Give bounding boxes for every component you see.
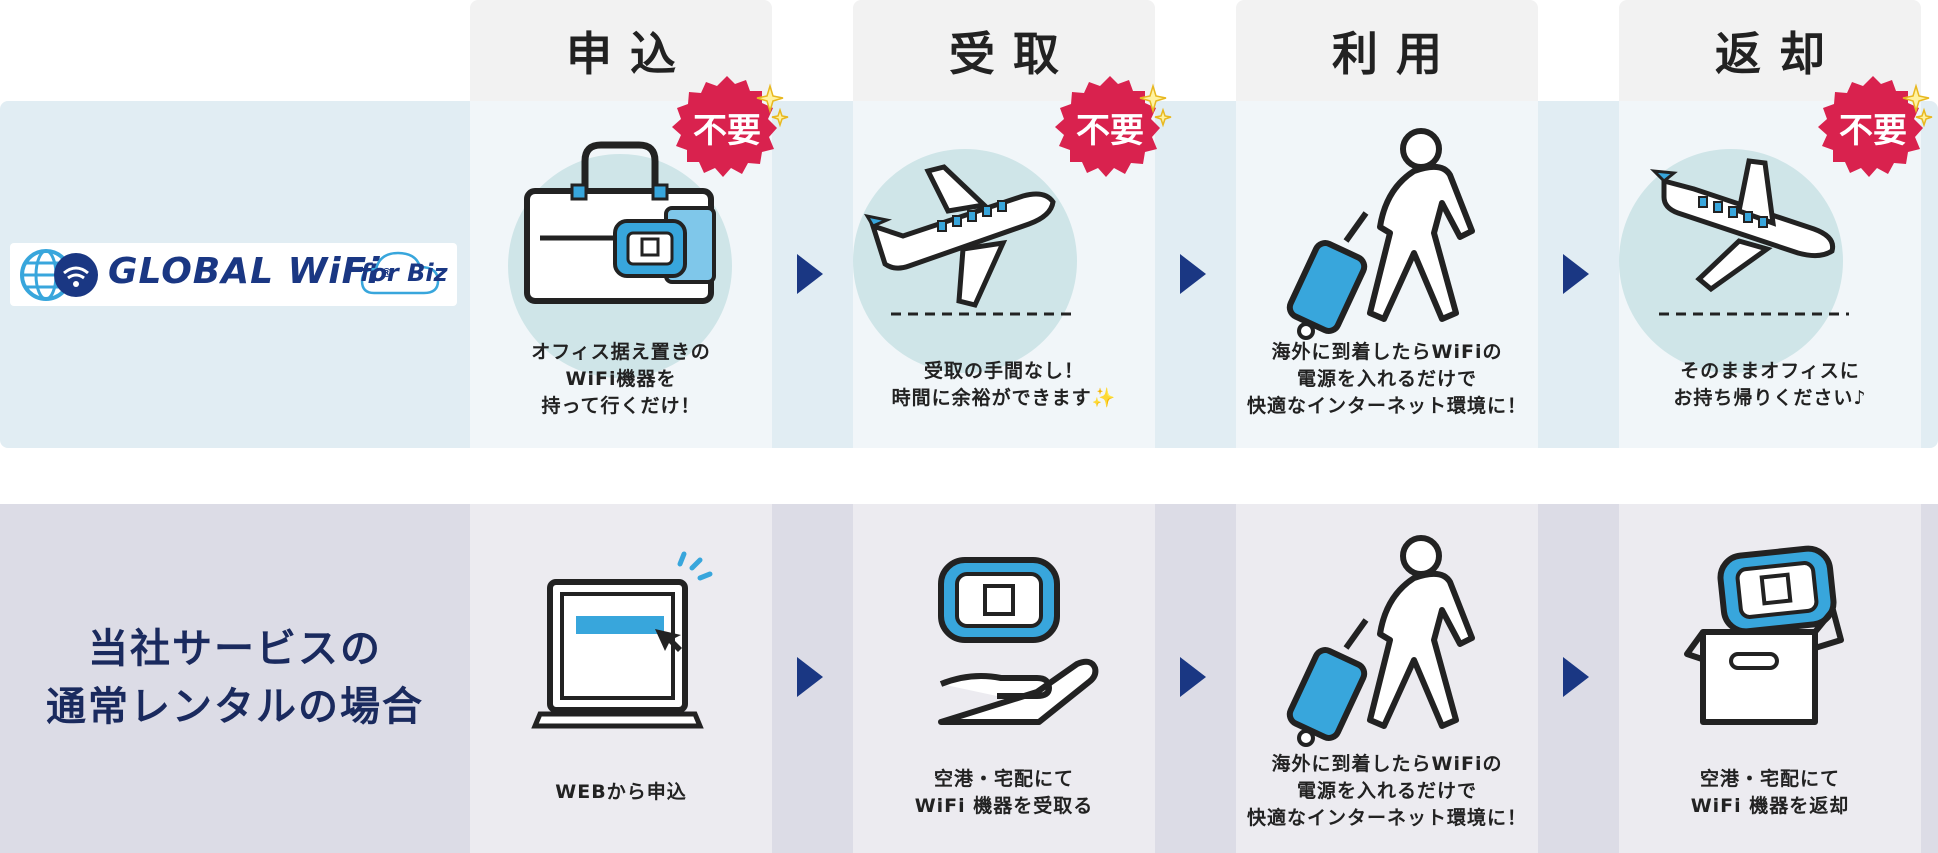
hand-router-icon: [938, 557, 1099, 725]
traveler-icon: [1286, 128, 1475, 340]
not-required-badge: 不要: [1818, 76, 1933, 186]
global-step-receive: 受取の手間なし！ 時間に余裕ができます✨: [853, 101, 1155, 448]
laptop-icon: [531, 551, 713, 729]
global-desc-return: そのままオフィスに お持ち帰りください♪: [1673, 360, 1867, 409]
normal-desc-receive: 空港・宅配にて WiFi 機器を受取る: [914, 768, 1094, 817]
arrow-right-icon: [797, 254, 823, 294]
normal-step-return: 空港・宅配にて WiFi 機器を返却: [1619, 504, 1921, 853]
global-wifi-logo: GLOBAL WiFi® for Biz: [10, 243, 457, 306]
airplane-icon: [853, 149, 1078, 373]
traveler-icon: [1286, 535, 1475, 747]
airplane-landing-icon: [1619, 149, 1849, 373]
global-step-use: 海外に到着したらWiFiの 電源を入れるだけで 快適なインターネット環境に！: [1236, 101, 1538, 448]
arrow-right-icon: [1563, 657, 1589, 697]
globe-wifi-icon: [20, 249, 98, 301]
normal-step-use: 海外に到着したらWiFiの 電源を入れるだけで 快適なインターネット環境に！: [1236, 504, 1538, 853]
arrow-right-icon: [797, 657, 823, 697]
normal-desc-use: 海外に到着したらWiFiの 電源を入れるだけで 快適なインターネット環境に！: [1246, 753, 1527, 829]
global-desc-receive: 受取の手間なし！ 時間に余裕ができます✨: [891, 360, 1117, 409]
arrow-right-icon: [1180, 254, 1206, 294]
global-step-apply: オフィス据え置きの WiFi機器を 持って行くだけ！: [470, 101, 772, 448]
normal-rental-title: 当社サービスの 通常レンタルの場合: [46, 626, 424, 730]
not-required-badge: 不要: [1055, 76, 1172, 186]
step-header-use: 利用: [1236, 0, 1538, 101]
global-desc-use: 海外に到着したらWiFiの 電源を入れるだけで 快適なインターネット環境に！: [1246, 341, 1527, 417]
normal-step-apply: WEBから申込: [470, 504, 772, 853]
arrow-right-icon: [1563, 254, 1589, 294]
normal-step-receive: 空港・宅配にて WiFi 機器を受取る: [853, 504, 1155, 853]
normal-desc-apply: WEBから申込: [555, 781, 687, 803]
normal-desc-return: 空港・宅配にて WiFi 機器を返却: [1690, 768, 1850, 817]
box-router-icon: [1684, 545, 1844, 725]
cloud-icon: [360, 251, 440, 295]
arrow-right-icon: [1180, 657, 1206, 697]
global-desc-apply: オフィス据え置きの WiFi機器を 持って行くだけ！: [531, 341, 711, 417]
not-required-badge: 不要: [672, 76, 789, 186]
